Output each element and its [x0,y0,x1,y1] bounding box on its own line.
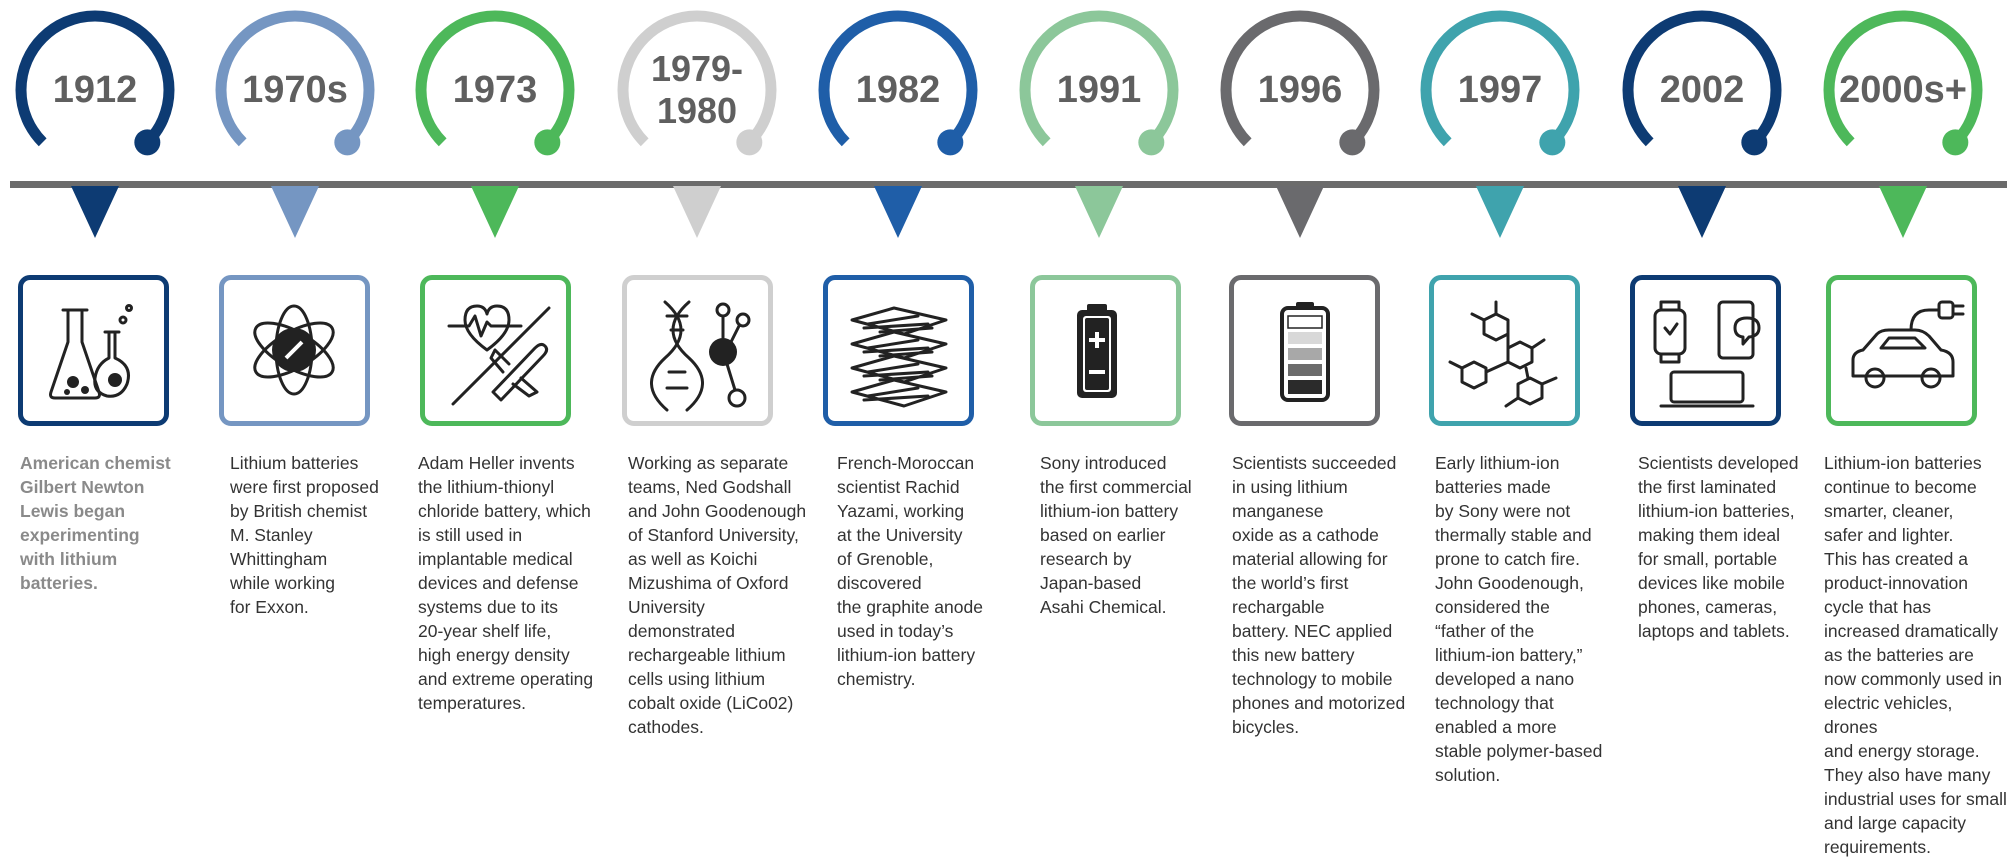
year-label: 1979- 1980 [650,48,744,131]
ring-arc [818,10,978,147]
milestone-description: Adam Heller invents the lithium-thionyl … [418,453,594,713]
milestone-description: Scientists succeeded in using lithium ma… [1232,453,1406,737]
timeline-axis [10,181,2007,188]
icon-frame [1429,275,1580,426]
ring-arc [1420,10,1580,147]
milestone-4: 1982 French-Moroccan scientist Rachid Ya… [803,0,1003,837]
milestone-description: Working as separate teams, Ned Godshall … [628,453,807,737]
milestone-5: 1991 Sony introduced the first commercia… [1004,0,1204,837]
year-ring [15,10,175,156]
milestone-description: Lithium-ion batteries continue to become… [1824,453,2007,857]
ring-end-dot [334,129,361,156]
year-label: 2000s+ [1839,69,1967,111]
pointer-marker [1476,186,1524,238]
pointer-marker [471,186,519,238]
year-label: 1912 [52,69,138,111]
ring-end-dot [1942,129,1969,156]
milestone-description: Lithium batteries were first proposed by… [230,453,379,617]
milestone-6: 1996 Scientists succeeded in using lithi… [1205,0,1405,837]
polymer-molecule-icon [1448,300,1558,408]
icon-frame [823,275,974,426]
milestone-8: 2002 Scientists developed the first lami… [1607,0,1807,837]
flask-chemistry-icon [49,304,133,400]
year-label: 1991 [1056,69,1142,111]
milestone-9: 2000s+ Lithium-ion batteries continue to… [1808,0,2007,857]
milestone-0: 1912 American chemist Gilbert Newton Lew… [0,0,200,837]
ring-end-dot [1339,129,1366,156]
pointer-marker [874,186,922,238]
electric-car-icon [1851,300,1965,389]
icon-frame [420,275,571,426]
pointer-marker [271,186,319,238]
devices-icon [1653,300,1761,408]
year-ring [1823,10,1983,156]
icon-frame [18,275,169,426]
year-label: 1970s [242,69,348,111]
ring-arc [1622,10,1782,147]
pointer-marker [673,186,721,238]
graphite-layers-icon [850,306,948,408]
icon-frame [1030,275,1181,426]
milestone-3: 1979- 1980 Working as separate teams, Ne… [602,0,806,837]
pointer-marker [1678,186,1726,238]
milestone-description: Sony introduced the first commercial lit… [1040,453,1192,617]
ring-arc [1019,10,1179,147]
ring-end-dot [1539,129,1566,156]
pointer-marker [1879,186,1927,238]
year-label: 1973 [452,69,538,111]
ring-end-dot [1138,129,1165,156]
year-label: 2002 [1659,69,1745,111]
ring-arc [15,10,175,147]
year-label: 1997 [1457,69,1543,111]
icon-frame [622,275,773,426]
year-label: 1996 [1257,69,1343,111]
year-ring [818,10,978,156]
ring-arc [215,10,375,147]
milestone-1: 1970s Lithium batteries were first propo… [200,0,400,837]
battery-plus-minus-icon [1077,304,1117,398]
year-ring [1220,10,1380,156]
year-ring [415,10,575,156]
milestone-description: American chemist Gilbert Newton Lewis be… [20,453,171,593]
battery-level-icon [1280,302,1330,402]
ring-arc [415,10,575,147]
ring-arc [1823,10,1983,147]
milestone-7: 1997 Early lithium-ion batteries made by… [1405,0,1605,837]
ring-end-dot [534,129,561,156]
year-ring [1420,10,1580,156]
ring-arc [617,10,777,147]
year-ring [1019,10,1179,156]
icon-frame [1826,275,1977,426]
atom-icon [253,304,335,396]
pointer-marker [1075,186,1123,238]
year-label: 1982 [855,69,941,111]
milestone-description: Early lithium-ion batteries made by Sony… [1435,453,1603,785]
icon-frame [1630,275,1781,426]
heartbeat-airplane-icon [447,304,551,406]
ring-end-dot [1741,129,1768,156]
milestone-description: French-Moroccan scientist Rachid Yazami,… [837,453,983,689]
ring-arc [1220,10,1380,147]
ring-end-dot [736,129,763,156]
ring-end-dot [937,129,964,156]
pointer-marker [1276,186,1324,238]
ring-end-dot [134,129,161,156]
pointer-marker [71,186,119,238]
dna-molecule-icon [650,300,751,412]
year-ring [1622,10,1782,156]
year-ring [215,10,375,156]
icon-frame [219,275,370,426]
icon-frame [1229,275,1380,426]
milestone-2: 1973 Adam Heller invents the lithium-thi… [400,0,600,837]
milestone-description: Scientists developed the first laminated… [1638,453,1799,641]
year-ring [617,10,777,156]
